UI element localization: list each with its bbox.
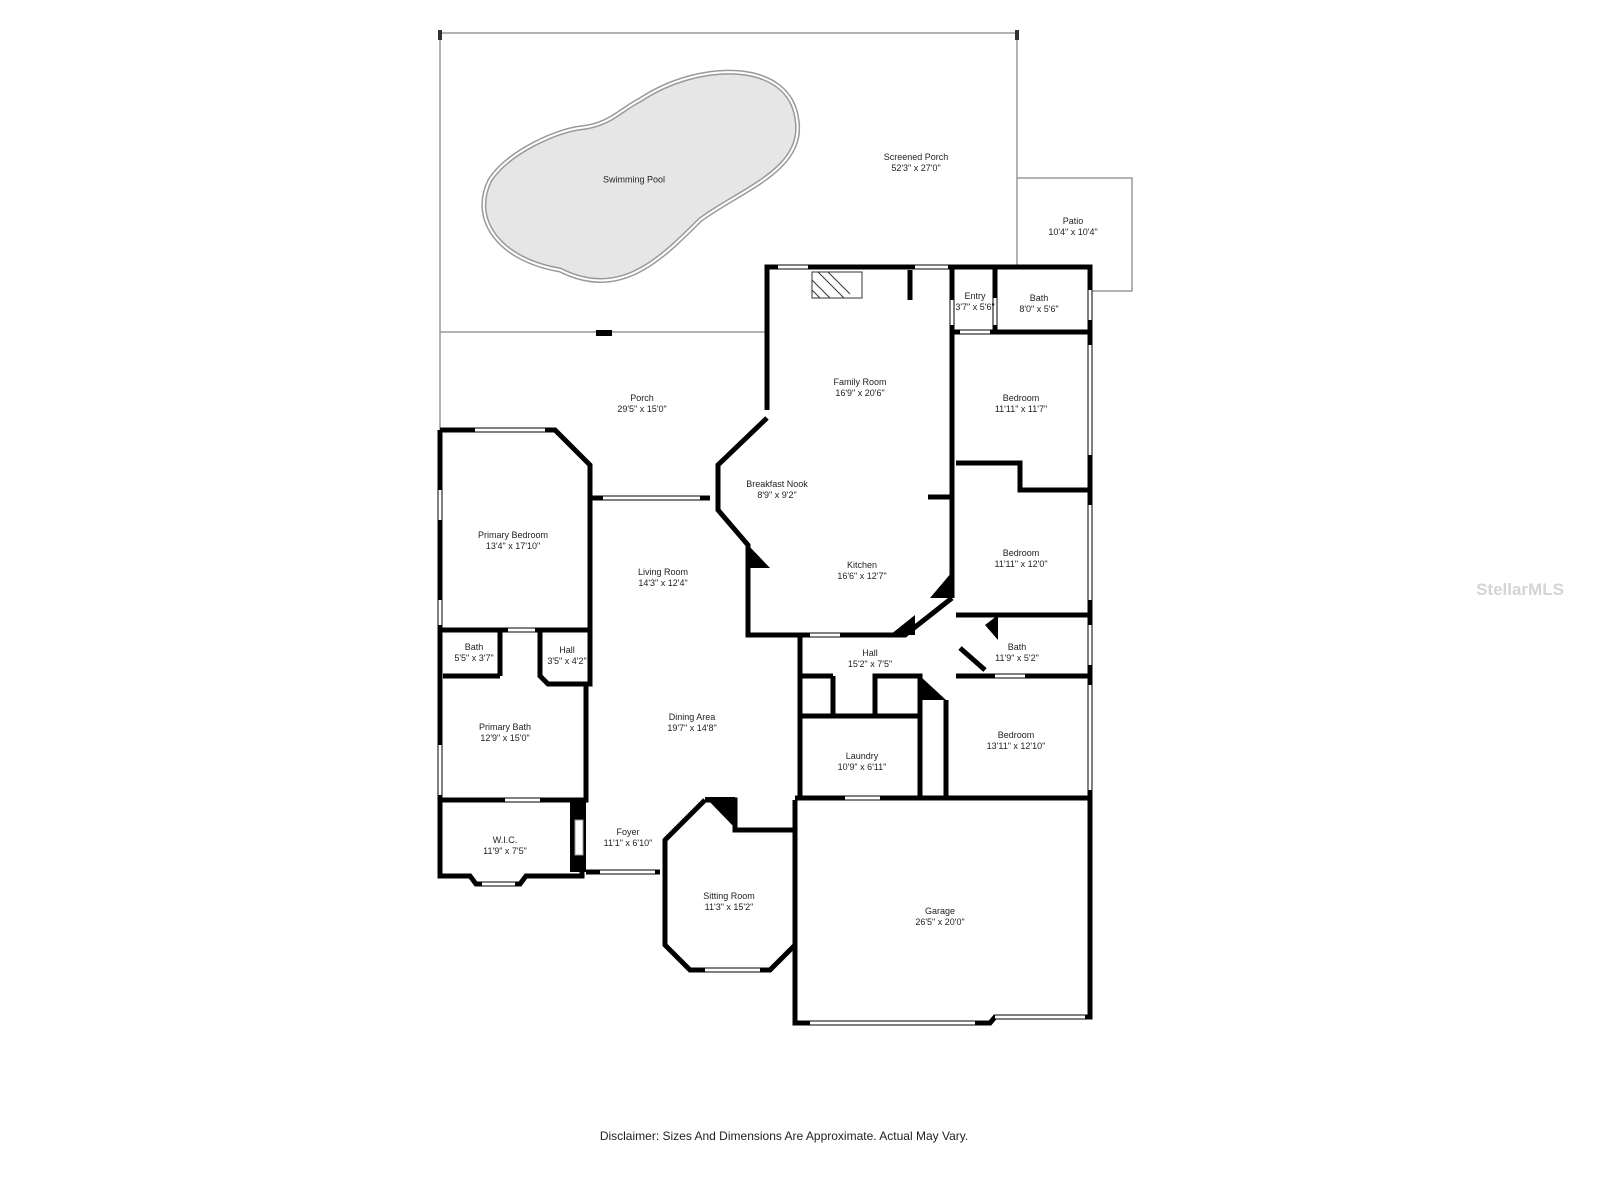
room-name: Screened Porch bbox=[883, 152, 949, 162]
disclaimer: Disclaimer: Sizes And Dimensions Are App… bbox=[599, 1129, 969, 1143]
wall-corners bbox=[570, 330, 998, 872]
fireplace-hatch bbox=[811, 271, 851, 299]
room-name: Garage bbox=[924, 906, 956, 916]
room-name: Bath bbox=[1029, 293, 1049, 303]
room-dimensions: 5'5" x 3'7" bbox=[454, 653, 494, 663]
room-dimensions: 11'3" x 15'2" bbox=[704, 902, 754, 912]
room-name: Hall bbox=[559, 645, 575, 655]
room-dimensions: 19'7" x 14'8" bbox=[667, 723, 717, 733]
room-dimensions: 11'11" x 12'0" bbox=[994, 559, 1048, 569]
room-name: Foyer bbox=[616, 827, 640, 837]
room-name: W.I.C. bbox=[492, 835, 518, 845]
room-dimensions: 8'9" x 9'2" bbox=[757, 490, 797, 500]
room-name: Sitting Room bbox=[703, 891, 755, 901]
room-name: Bedroom bbox=[1002, 548, 1040, 558]
room-dimensions: 8'0" x 5'6" bbox=[1019, 304, 1059, 314]
room-name: Primary Bedroom bbox=[477, 530, 549, 540]
room-dimensions: 11'11" x 11'7" bbox=[994, 404, 1048, 414]
openings bbox=[438, 265, 1092, 1025]
fireplace-icon bbox=[811, 271, 863, 299]
room-name: Hall bbox=[862, 648, 878, 658]
room-dimensions: 15'2" x 7'5" bbox=[847, 659, 893, 669]
room-dimensions: 29'5" x 15'0" bbox=[617, 404, 667, 414]
room-dimensions: 12'9" x 15'0" bbox=[480, 733, 530, 743]
room-name: Kitchen bbox=[846, 560, 878, 570]
room-dimensions: 16'9" x 20'6" bbox=[835, 388, 885, 398]
room-dimensions: 11'9" x 7'5" bbox=[483, 846, 527, 856]
room-dimensions: 26'5" x 20'0" bbox=[915, 917, 965, 927]
room-dimensions: 16'6" x 12'7" bbox=[837, 571, 887, 581]
room-dimensions: 10'9" x 6'11" bbox=[837, 762, 887, 772]
room-dimensions: 14'3" x 12'4" bbox=[638, 578, 688, 588]
room-dimensions: 11'9" x 5'2" bbox=[995, 653, 1039, 663]
room-name: Patio bbox=[1062, 216, 1084, 226]
room-name: Bedroom bbox=[997, 730, 1035, 740]
room-dimensions: 11'1" x 6'10" bbox=[603, 838, 653, 848]
room-name: Family Room bbox=[833, 377, 887, 387]
room-name: Entry bbox=[964, 291, 986, 301]
room-dimensions: 3'7" x 5'6" bbox=[955, 302, 995, 312]
walls bbox=[437, 264, 1093, 1026]
screened-porch-outline bbox=[439, 32, 1133, 332]
room-name: Living Room bbox=[637, 567, 689, 577]
room-label-swimming-pool: Swimming Pool bbox=[603, 175, 665, 186]
room-name: Breakfast Nook bbox=[746, 479, 808, 489]
room-name: Swimming Pool bbox=[602, 174, 666, 185]
room-name: Laundry bbox=[845, 751, 879, 761]
room-name: Bedroom bbox=[1002, 393, 1040, 403]
room-dimensions: 3'5" x 4'2" bbox=[547, 656, 587, 666]
room-name: Bath bbox=[1007, 642, 1027, 652]
room-name: Porch bbox=[630, 393, 654, 403]
room-name: Dining Area bbox=[668, 712, 716, 722]
watermark: StellarMLS bbox=[1476, 580, 1564, 599]
room-dimensions: 13'4" x 17'10" bbox=[485, 541, 541, 551]
window bbox=[574, 819, 584, 856]
room-dimensions: 13'11" x 12'10" bbox=[986, 741, 1046, 751]
room-dimensions: 52'3" x 27'0" bbox=[891, 163, 941, 173]
room-name: Bath bbox=[464, 642, 484, 652]
room-name: Primary Bath bbox=[478, 722, 532, 732]
screen-posts bbox=[438, 30, 1019, 40]
room-dimensions: 10'4" x 10'4" bbox=[1048, 227, 1098, 237]
room-label-wic: W.I.C.11'9" x 7'5" bbox=[483, 835, 527, 857]
